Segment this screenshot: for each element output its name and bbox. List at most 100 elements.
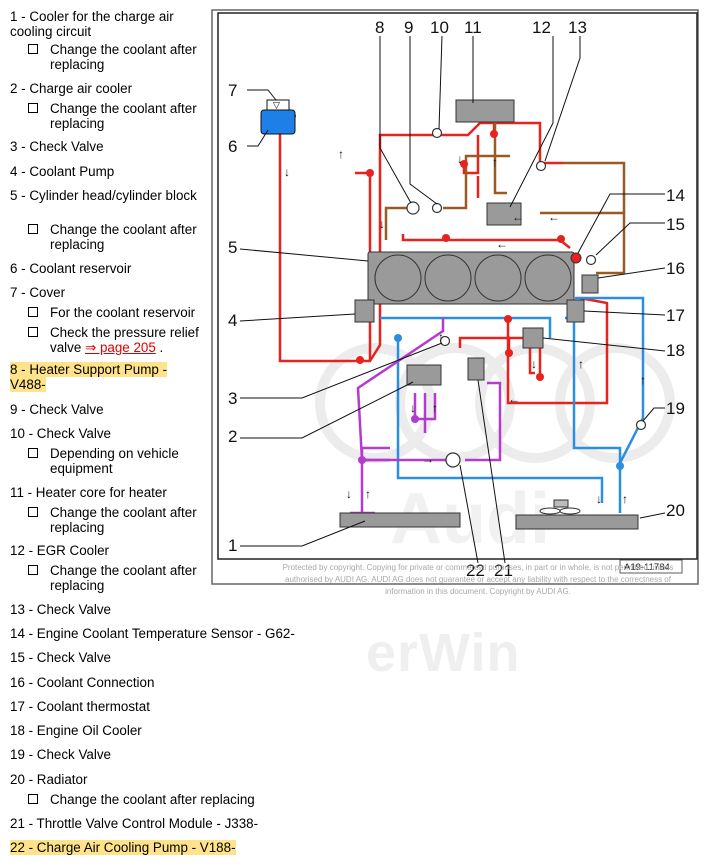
heater-core	[455, 99, 515, 123]
checkbox-icon	[28, 794, 38, 804]
callout-numbers: 7 6 5 4 3 2 1 8 9 10 11 12 13 14 15 16 1…	[228, 18, 685, 580]
svg-text:↓: ↓	[284, 165, 290, 179]
legend-item-16: 16 - Coolant Connection	[10, 675, 155, 690]
check-valves	[431, 127, 647, 431]
svg-text:14: 14	[666, 186, 685, 205]
legend-item-14: 14 - Engine Coolant Temperature Sensor -…	[10, 626, 295, 641]
legend-item-7: 7 - Cover	[10, 285, 66, 300]
legend-item-21: 21 - Throttle Valve Control Module - J33…	[10, 816, 259, 831]
figure-code: A19-11784	[624, 562, 670, 573]
pumps	[406, 201, 461, 468]
svg-text:12: 12	[532, 18, 551, 37]
svg-text:8: 8	[375, 18, 384, 37]
coolant-reservoir	[260, 109, 296, 135]
svg-text:10: 10	[430, 18, 449, 37]
svg-text:16: 16	[666, 259, 685, 278]
svg-text:3: 3	[228, 389, 237, 408]
svg-text:4: 4	[228, 311, 237, 330]
checkbox-icon	[28, 448, 38, 458]
charge-air-cooling-radiator	[339, 512, 461, 528]
svg-text:←: ←	[548, 210, 560, 224]
reservoir-cover	[266, 99, 290, 111]
legend-item-15: 15 - Check Valve	[10, 650, 111, 665]
svg-text:↑: ↑	[622, 492, 628, 506]
legend-item-1: 1 - Cooler for the charge air cooling ci…	[10, 9, 174, 39]
temperature-sensor	[570, 252, 582, 264]
checkbox-icon	[28, 103, 38, 113]
checkbox-icon	[28, 44, 38, 54]
svg-text:13: 13	[568, 18, 587, 37]
svg-text:15: 15	[666, 215, 685, 234]
legend-item-19: 19 - Check Valve	[10, 747, 111, 762]
charge-air-cooling-pump	[445, 452, 461, 468]
junction-dots	[356, 130, 624, 470]
svg-text:19: 19	[666, 399, 685, 418]
radiator	[515, 514, 639, 530]
svg-text:→: →	[422, 452, 434, 466]
svg-text:↓: ↓	[379, 217, 385, 231]
svg-text:↑: ↑	[338, 147, 344, 161]
svg-text:9: 9	[404, 18, 413, 37]
svg-text:1: 1	[228, 536, 237, 555]
svg-text:↑: ↑	[365, 487, 371, 501]
svg-text:↓: ↓	[596, 492, 602, 506]
svg-text:20: 20	[666, 501, 685, 520]
legend-item-13: 13 - Check Valve	[10, 602, 111, 617]
egr-lines	[384, 118, 626, 275]
coolant-circuit-diagram: Audi	[211, 9, 699, 585]
svg-text:18: 18	[666, 341, 685, 360]
checkbox-icon	[28, 507, 38, 517]
legend-item-8: 8 - Heater Support Pump - V488-	[10, 362, 168, 392]
erwin-watermark: erWin	[366, 623, 521, 683]
svg-text:22: 22	[466, 561, 485, 580]
legend-item-20: 20 - Radiator	[10, 772, 88, 787]
checkbox-icon	[28, 224, 38, 234]
legend-item-6: 6 - Coolant reservoir	[10, 261, 132, 276]
svg-text:21: 21	[494, 561, 513, 580]
svg-text:↓: ↓	[457, 152, 463, 166]
svg-text:←: ←	[496, 237, 508, 251]
checkbox-icon	[28, 307, 38, 317]
svg-text:↑: ↑	[432, 401, 438, 415]
charge-air-cooler	[406, 364, 442, 386]
coolant-thermostat	[566, 299, 585, 323]
checkbox-icon	[28, 565, 38, 575]
legend-item-11: 11 - Heater core for heater	[10, 485, 167, 500]
svg-text:←: ←	[512, 210, 524, 224]
legend-item-22: 22 - Charge Air Cooling Pump - V188-	[10, 840, 236, 855]
svg-text:17: 17	[666, 306, 685, 325]
svg-text:2: 2	[228, 427, 237, 446]
heater-support-pump	[406, 201, 420, 215]
figure-code-box	[619, 559, 683, 574]
svg-text:↑: ↑	[492, 155, 498, 169]
legend-item-17: 17 - Coolant thermostat	[10, 699, 150, 714]
egr-cooler	[486, 202, 522, 226]
legend-item-18: 18 - Engine Oil Cooler	[10, 723, 142, 738]
svg-text:↑: ↑	[438, 330, 444, 344]
engine-oil-cooler	[522, 327, 544, 349]
flow-arrows: ↑ ↓ ↓ ← ← ← ↓ ↑ ↑ ↓ ← ↓ ↑ ↓ ↑ ↑ ↑ ↓ → ↑	[284, 147, 646, 506]
svg-text:↑: ↑	[578, 357, 584, 371]
svg-text:↓: ↓	[346, 487, 352, 501]
legend-item-5: 5 - Cylinder head/cylinder block	[10, 188, 197, 203]
svg-text:11: 11	[464, 18, 482, 37]
svg-text:↓: ↓	[410, 401, 416, 415]
svg-text:5: 5	[228, 238, 237, 257]
svg-text:6: 6	[228, 137, 237, 156]
svg-text:↑: ↑	[640, 373, 646, 387]
callout-leaders	[239, 35, 666, 564]
coolant-connection	[581, 274, 599, 294]
svg-text:7: 7	[228, 81, 237, 100]
engine-cylinders	[374, 254, 572, 302]
svg-text:↓: ↓	[531, 357, 537, 371]
legend-item-12: 12 - EGR Cooler	[10, 543, 109, 558]
page-205-link[interactable]: ⇒ page 205	[85, 340, 156, 355]
checkbox-icon	[28, 327, 38, 337]
copyright-notice: Protected by copyright. Copying for priv…	[282, 563, 674, 596]
reservoir-cover-triangle: ▽	[273, 100, 280, 110]
svg-text:←: ←	[508, 392, 520, 406]
legend-item-2: 2 - Charge air cooler	[10, 81, 133, 96]
legend-item-9: 9 - Check Valve	[10, 402, 104, 417]
legend-item-3: 3 - Check Valve	[10, 139, 104, 154]
legend-item-10: 10 - Check Valve	[10, 426, 111, 441]
